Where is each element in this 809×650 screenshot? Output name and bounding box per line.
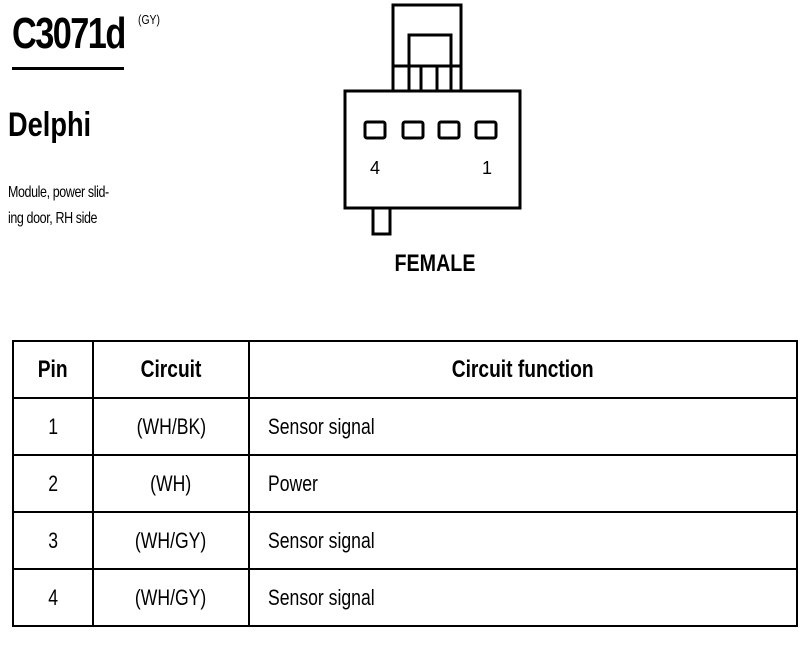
pin-cell: 4 (12, 568, 94, 627)
description-line-2: ing door, RH side (8, 210, 98, 227)
function-cell: Sensor signal (248, 568, 798, 627)
polarization-key (371, 206, 392, 236)
table-row: 2 (WH) Power (12, 454, 798, 513)
pin-cavity-2 (437, 120, 461, 140)
pin-cell: 3 (12, 511, 94, 570)
connector-id: C3071d (12, 9, 126, 58)
table-header-row: Pin Circuit Circuit function (12, 340, 798, 399)
pin-cell: 1 (12, 397, 94, 456)
connector-description: Module, power slid- ing door, RH side (8, 180, 156, 232)
connector-body (343, 89, 522, 210)
circuit-cell: (WH/BK) (92, 397, 250, 456)
pinout-table: Pin Circuit Circuit function 1 (WH/BK) S… (12, 340, 798, 627)
circuit-cell: (WH/GY) (92, 511, 250, 570)
manufacturer-name: Delphi (8, 106, 92, 144)
function-cell: Sensor signal (248, 511, 798, 570)
pin-cavity-4 (363, 120, 387, 140)
table-row: 1 (WH/BK) Sensor signal (12, 397, 798, 456)
pin-cavity-1 (474, 120, 498, 140)
pin-cavity-3 (401, 120, 425, 140)
connector-color: (GY) (138, 12, 160, 27)
header-circuit-function: Circuit function (248, 340, 798, 399)
connector-face-diagram: 4 1 (343, 3, 522, 236)
pin-label-right: 1 (482, 158, 492, 178)
function-cell: Power (248, 454, 798, 513)
function-cell: Sensor signal (248, 397, 798, 456)
header-pin: Pin (12, 340, 94, 399)
table-row: 4 (WH/GY) Sensor signal (12, 568, 798, 627)
pin-label-left: 4 (370, 158, 380, 178)
description-line-1: Module, power slid- (8, 184, 109, 201)
header-circuit: Circuit (92, 340, 250, 399)
circuit-cell: (WH/GY) (92, 568, 250, 627)
circuit-cell: (WH) (92, 454, 250, 513)
pin-cell: 2 (12, 454, 94, 513)
title-underline (12, 67, 124, 70)
table-row: 3 (WH/GY) Sensor signal (12, 511, 798, 570)
connector-gender: FEMALE (394, 250, 476, 277)
latch-arm (407, 33, 453, 90)
